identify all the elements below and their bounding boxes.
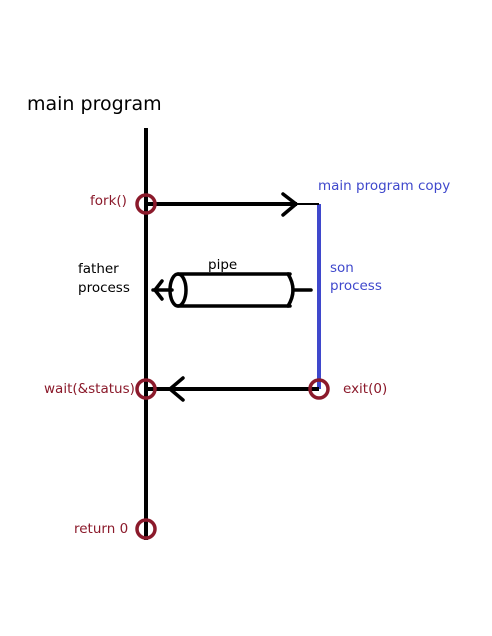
father-label-line-1: father <box>78 261 119 277</box>
exit-label: exit(0) <box>343 381 388 397</box>
fork-label: fork() <box>90 193 127 209</box>
son-label-line-2: process <box>330 278 382 294</box>
diagram-title: main program <box>27 93 162 115</box>
son-process-label: son process <box>330 259 382 295</box>
pipe-label: pipe <box>208 257 238 273</box>
return-label: return 0 <box>74 521 129 537</box>
father-label-line-2: process <box>78 280 130 296</box>
return-node <box>135 518 157 540</box>
father-process-label: father process <box>78 260 130 298</box>
main-program-copy-label: main program copy <box>318 178 451 194</box>
fork-arrow <box>146 192 319 217</box>
wait-node <box>135 378 157 400</box>
fork-node <box>135 193 157 215</box>
exit-node <box>308 378 330 400</box>
son-label-line-1: son <box>330 260 354 276</box>
wait-label: wait(&status) <box>44 381 135 397</box>
pipe-cylinder <box>151 272 313 308</box>
exit-to-wait-arrow <box>146 376 319 402</box>
